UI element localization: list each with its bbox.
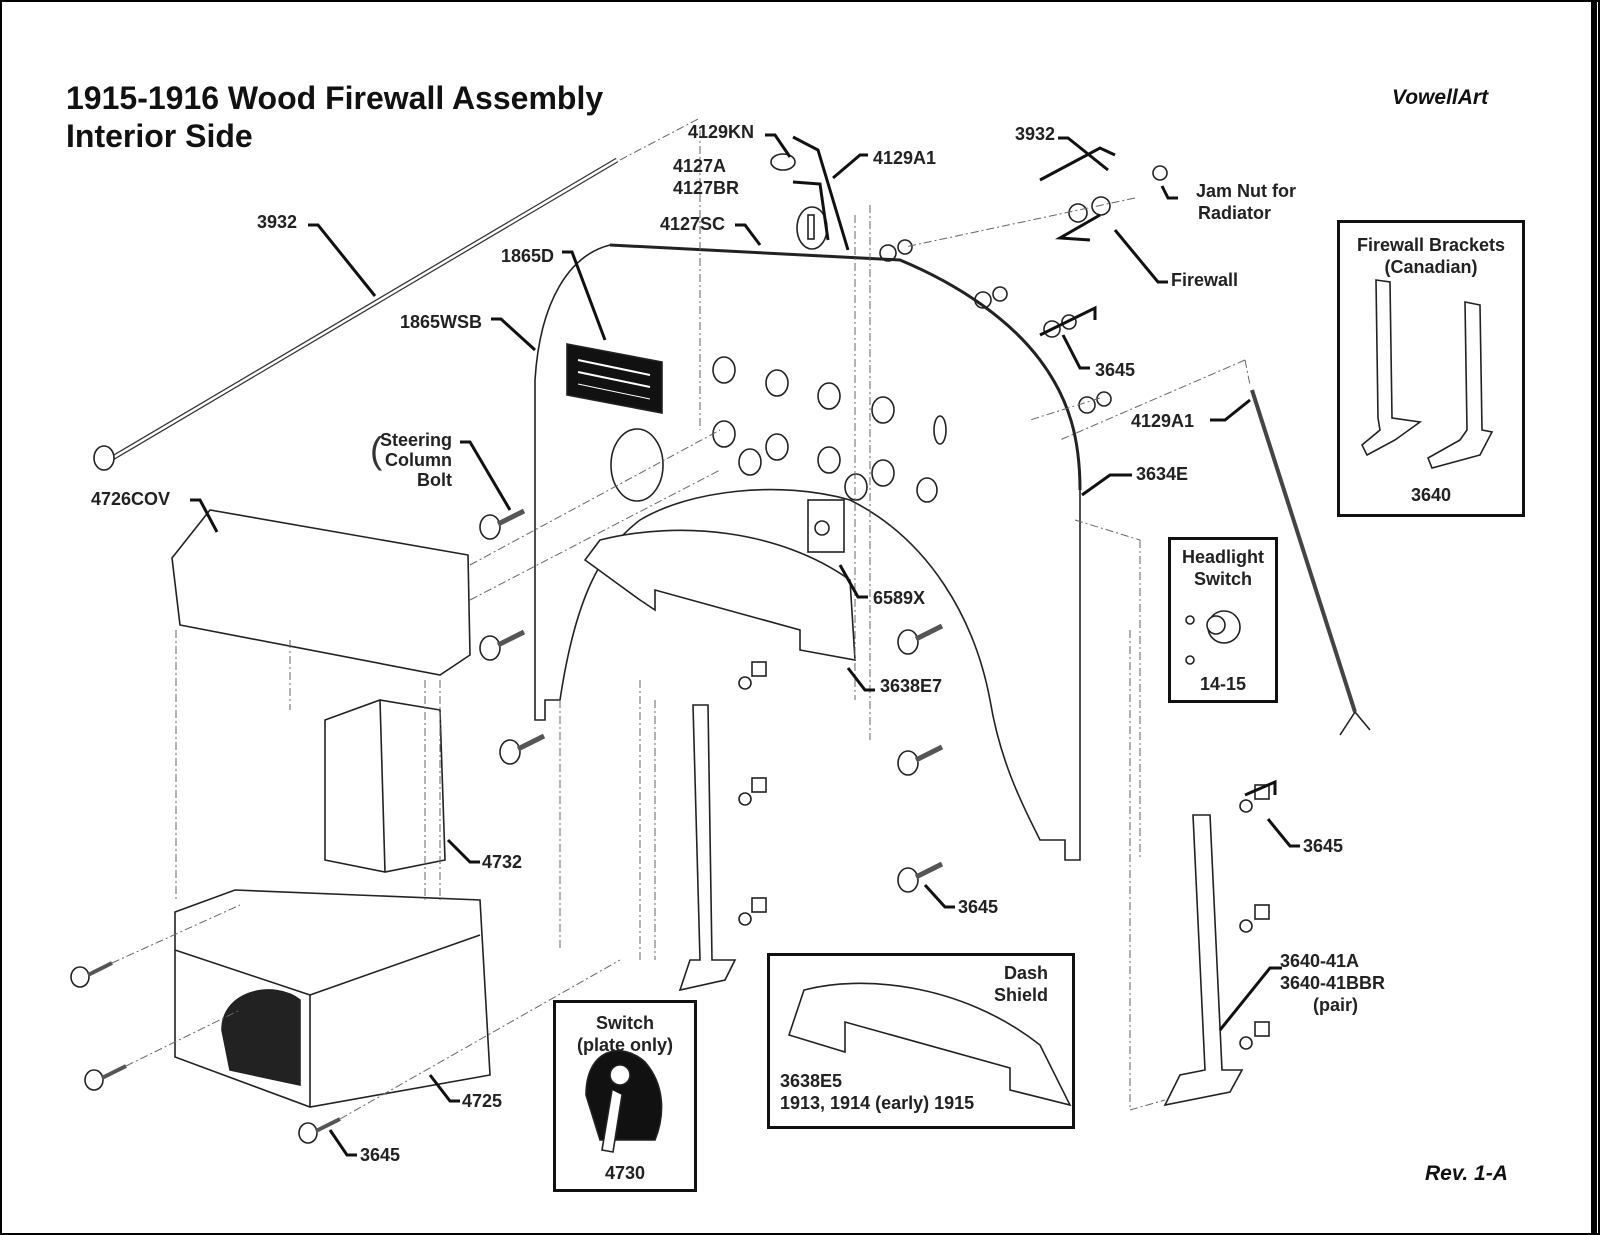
inset-switch-plate-title: Switch (595, 1013, 654, 1033)
leader-lines (190, 133, 1300, 1157)
callout-jam-nut: Jam Nut for (1196, 181, 1297, 201)
callout-4127SC: 4127SC (660, 214, 726, 234)
inner-shield-3638E7 (583, 529, 856, 661)
explode-lines (111, 117, 1251, 1120)
callout-steering-column-bolt: Steering (379, 430, 452, 450)
bracket-paren-left: ( (370, 430, 383, 471)
carriage-bolts (70, 508, 944, 1144)
page-border-right (1591, 0, 1597, 1235)
inset-dash-shield-part: 3638E5 (780, 1071, 843, 1091)
panel-holes (712, 356, 947, 503)
callout-3645-lower-left: 3645 (360, 1145, 401, 1165)
dash-shield-3638E5-drawing (787, 982, 1072, 1107)
inset-firewall-brackets: Firewall Brackets (Canadian) 3640 (1337, 220, 1525, 517)
firewall-bracket-right (1163, 814, 1244, 1107)
callout-3640-41A: 3640-41A (1280, 951, 1360, 971)
data-plate-1865D (566, 343, 663, 414)
callout-4127A: 4127A (673, 156, 727, 176)
callout-3645-upper: 3645 (1095, 360, 1136, 380)
inset-firewall-brackets-title: Firewall Brackets (1356, 235, 1506, 255)
ignition-switch-6589X (807, 499, 845, 553)
callout-3634E: 3634E (1136, 464, 1189, 484)
inset-switch-plate-subtitle: (plate only) (576, 1035, 673, 1055)
headlight-switch-drawing (1185, 610, 1241, 665)
callout-4732: 4732 (482, 852, 523, 872)
steering-column-hole (610, 428, 664, 502)
callout-3640-41BBR: 3640-41BBR (1280, 973, 1386, 993)
battery-cell-4732 (324, 699, 446, 873)
callout-1865WSB: 1865WSB (400, 312, 483, 332)
tie-rod-3932 (93, 157, 619, 471)
rod-4129A1 (1250, 389, 1371, 736)
callout-3645-center: 3645 (958, 897, 999, 917)
inset-switch-plate: Switch (plate only) 4730 (553, 1000, 697, 1192)
firewall-bracket-left (678, 704, 737, 992)
callout-1865D: 1865D (501, 246, 555, 266)
callout-3932-rod: 3932 (257, 212, 298, 232)
hardware-nuts (879, 165, 1168, 414)
canadian-brackets-drawing (1361, 279, 1494, 469)
callout-4129KN: 4129KN (688, 122, 755, 142)
switch-plate-4730-drawing (585, 1050, 663, 1153)
inset-headlight-switch: Headlight Switch 14-15 (1168, 537, 1278, 703)
callout-6589X: 6589X (873, 588, 926, 608)
callout-pair: (pair) (1313, 995, 1358, 1015)
inset-firewall-brackets-part: 3640 (1410, 485, 1452, 505)
callout-4129A1-top: 4129A1 (873, 148, 937, 168)
square-nuts (738, 661, 1270, 1050)
callout-jam-nut-radiator: Radiator (1198, 203, 1272, 223)
callout-steering-column-line2: Column (385, 450, 452, 470)
callout-3932-right: 3932 (1015, 124, 1056, 144)
battery-box-4725 (174, 889, 491, 1108)
callout-4129A1-right: 4129A1 (1131, 411, 1195, 431)
inset-headlight-switch-subtitle: Switch (1193, 569, 1252, 589)
inset-dash-shield-years: 1913, 1914 (early) 1915 (780, 1093, 975, 1113)
battery-cover-4726COV (171, 509, 471, 676)
inset-headlight-switch-title: Headlight (1181, 547, 1264, 567)
callout-4127BR: 4127BR (673, 178, 740, 198)
inset-dash-shield-title: Dash (1003, 963, 1048, 983)
callout-firewall: Firewall (1171, 270, 1239, 290)
inset-dash-shield: Dash Shield 3638E5 1913, 1914 (early) 19… (767, 953, 1075, 1129)
callout-4725: 4725 (462, 1091, 503, 1111)
inset-switch-plate-part: 4730 (604, 1163, 646, 1183)
callout-4726COV: 4726COV (91, 489, 171, 509)
diagram-title: 1915-1916 Wood Firewall Assembly (66, 80, 604, 116)
callout-3645-right: 3645 (1303, 836, 1344, 856)
revision-label: Rev. 1-A (1425, 1162, 1508, 1185)
diagram-subtitle: Interior Side (66, 118, 253, 154)
inset-headlight-switch-part: 14-15 (1199, 674, 1247, 694)
inset-firewall-brackets-subtitle: (Canadian) (1384, 257, 1478, 277)
callout-steering-column-line3: Bolt (417, 470, 452, 490)
brand-label: VowellArt (1392, 86, 1489, 109)
inset-dash-shield-subtitle: Shield (993, 985, 1048, 1005)
callout-3638E7: 3638E7 (880, 676, 943, 696)
knob-4129KN (770, 153, 796, 171)
